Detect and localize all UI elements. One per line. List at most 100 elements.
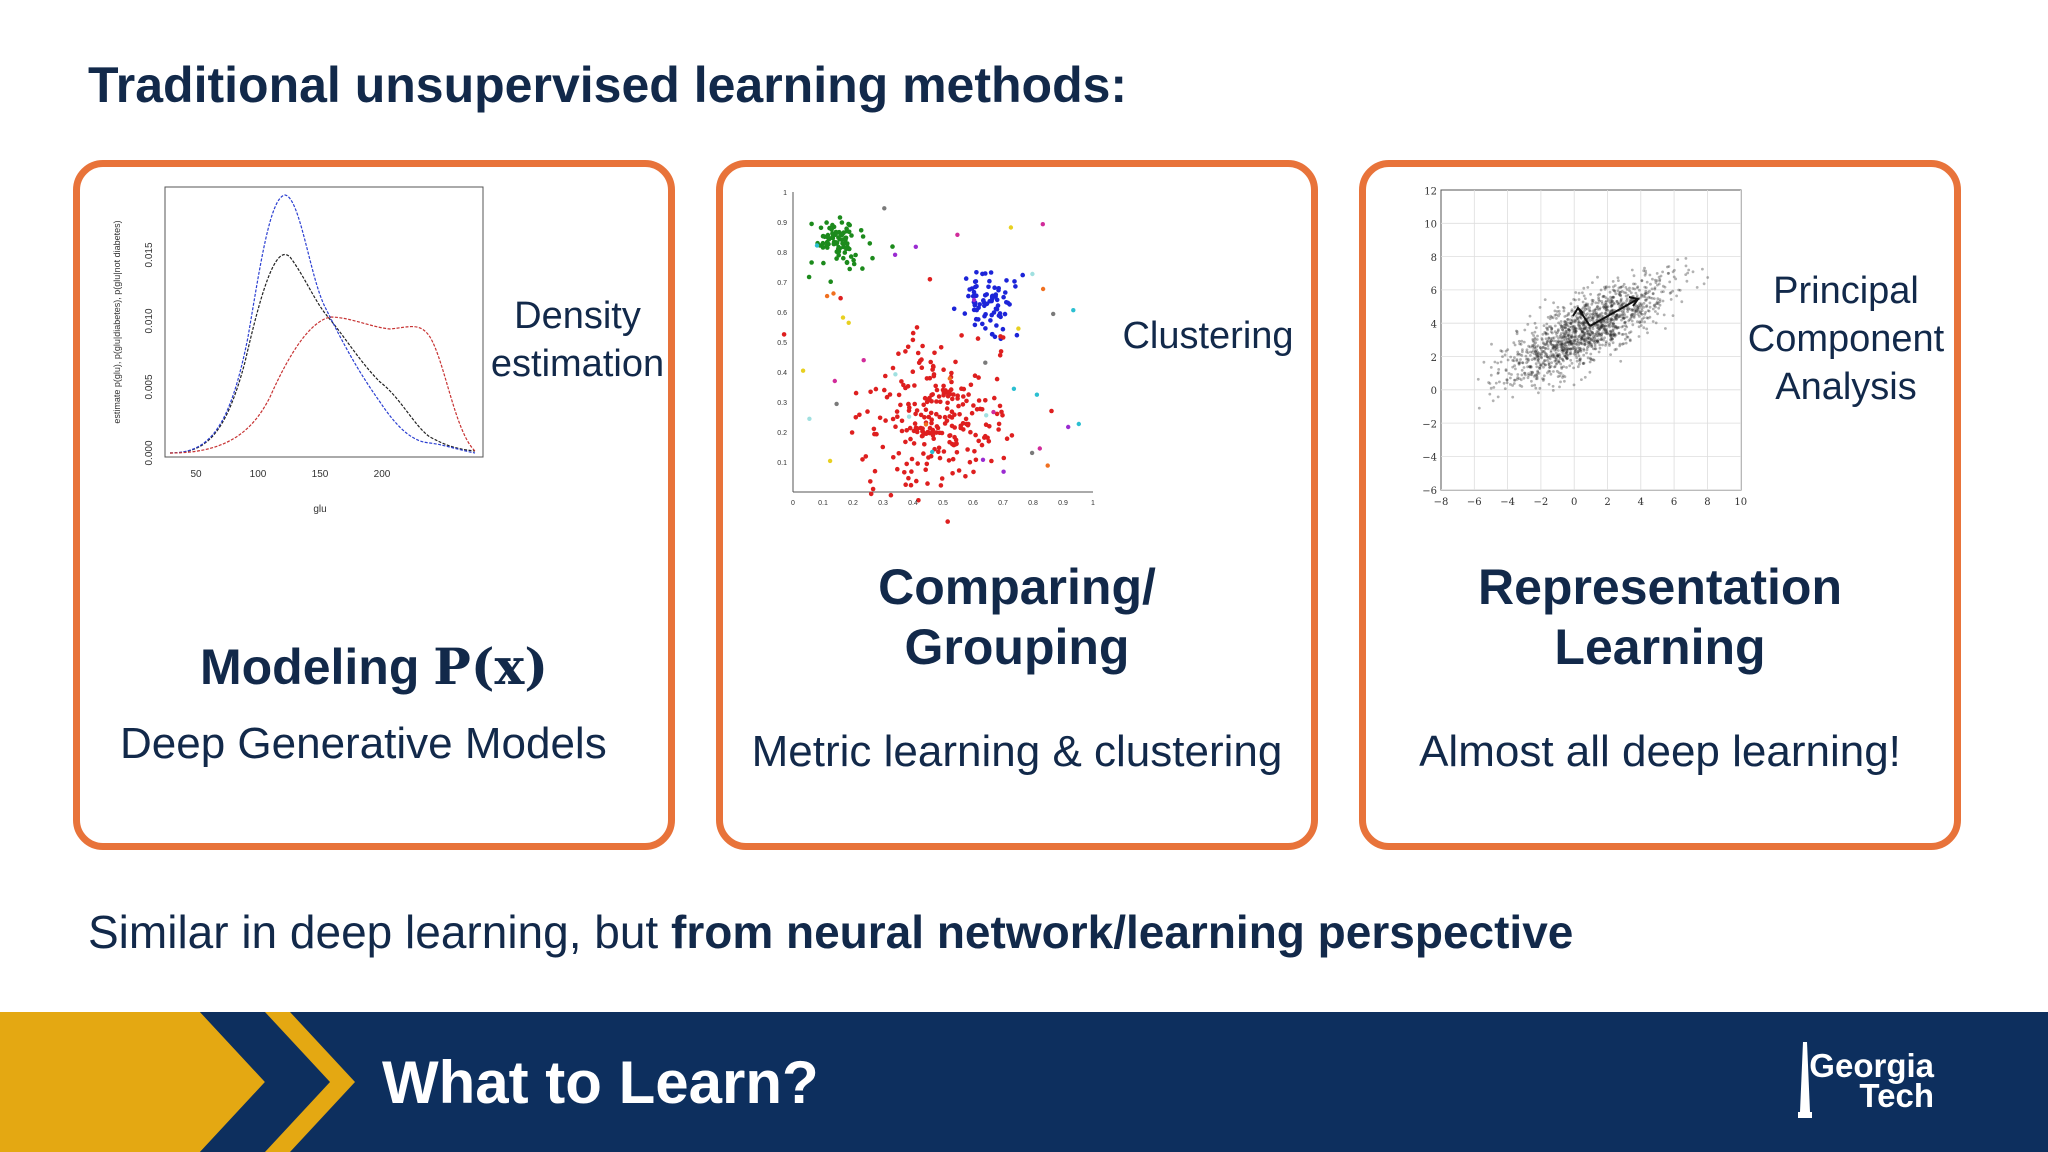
pca-point: [1556, 346, 1559, 350]
pca-point: [1539, 355, 1543, 359]
pca-point: [1645, 305, 1648, 309]
pca-point: [1564, 321, 1568, 324]
pca-point: [1546, 328, 1549, 332]
cluster-point: [924, 399, 930, 405]
density-x-tick: 100: [250, 469, 267, 480]
pca-point: [1532, 375, 1536, 378]
principal-axes-arrows: [1572, 296, 1640, 327]
pca-point: [1551, 389, 1555, 392]
pca-point: [1533, 330, 1537, 334]
cluster-point: [971, 289, 977, 295]
pca-point: [1560, 343, 1564, 346]
pca-point: [1562, 323, 1566, 327]
pca-point: [1562, 334, 1566, 338]
cluster-point: [957, 412, 962, 417]
pca-point: [1582, 347, 1586, 351]
pca-point: [1550, 328, 1553, 331]
pca-point: [1585, 348, 1589, 352]
pca-point: [1589, 292, 1592, 296]
pca-point: [1556, 329, 1560, 333]
cluster-point: [923, 407, 929, 412]
pca-point: [1570, 333, 1574, 337]
cluster-x-tick: 1: [1091, 500, 1095, 507]
cluster-point: [912, 383, 917, 388]
pca-point: [1667, 271, 1670, 275]
pca-point: [1642, 305, 1646, 309]
pca-point: [1648, 301, 1652, 305]
pca-point: [1551, 343, 1555, 347]
pca-point: [1570, 334, 1574, 338]
outlier-point: [955, 232, 960, 237]
pca-point: [1616, 289, 1620, 293]
cluster-point: [918, 425, 923, 431]
pca-point: [1517, 352, 1520, 356]
pca-point: [1550, 354, 1554, 357]
pca-point: [1596, 341, 1600, 344]
pca-point: [1540, 363, 1543, 366]
pca-point: [1549, 325, 1553, 329]
pca-point: [1574, 329, 1578, 333]
pca-point: [1583, 343, 1587, 347]
cluster-point: [912, 401, 917, 407]
pca-point: [1574, 329, 1578, 333]
pca-point: [1586, 337, 1589, 341]
pca-point: [1568, 321, 1572, 325]
pca-point: [1599, 325, 1603, 328]
pca-point: [1615, 347, 1618, 351]
pca-point: [1595, 340, 1599, 344]
pca-point: [1601, 323, 1605, 327]
cluster-point: [996, 313, 1002, 318]
pca-point: [1625, 315, 1629, 319]
pca-point: [1565, 350, 1569, 353]
pca-point: [1582, 337, 1586, 341]
pca-point: [1644, 310, 1647, 314]
pca-point: [1569, 339, 1573, 343]
pca-point: [1588, 333, 1592, 336]
pca-point: [1589, 333, 1593, 336]
pca-point: [1559, 320, 1563, 323]
pca-point: [1547, 325, 1551, 329]
pca-point: [1556, 341, 1559, 345]
pca-point: [1619, 359, 1623, 363]
pca-point: [1643, 273, 1647, 277]
pca-point: [1598, 325, 1602, 329]
pca-point: [1611, 341, 1615, 345]
pca-point: [1629, 291, 1633, 295]
pca-point: [1572, 341, 1575, 345]
pca-point: [1576, 365, 1580, 369]
pca-point: [1560, 324, 1563, 328]
cluster-point: [825, 235, 831, 240]
pca-point: [1536, 358, 1540, 362]
pca-point: [1570, 320, 1574, 323]
cluster-point: [915, 461, 920, 466]
pca-point: [1599, 288, 1603, 292]
cluster-point: [930, 363, 936, 369]
pca-point: [1635, 294, 1639, 298]
outlier-point: [980, 457, 986, 462]
pca-point: [1605, 332, 1609, 336]
pca-point: [1565, 344, 1568, 348]
pca-point: [1620, 313, 1624, 316]
pca-point: [1519, 358, 1522, 361]
pca-point: [1555, 346, 1559, 349]
cluster-point: [844, 228, 850, 234]
pca-point: [1560, 345, 1564, 348]
pca-point: [1595, 326, 1599, 330]
pca-point: [1576, 350, 1580, 354]
cluster-point: [1000, 413, 1005, 418]
pca-point: [1538, 367, 1541, 370]
cluster-point: [927, 425, 933, 431]
pca-point: [1527, 374, 1530, 377]
pca-point: [1583, 304, 1586, 307]
pca-point: [1513, 378, 1517, 382]
pca-point: [1596, 330, 1600, 334]
pca-point: [1543, 351, 1547, 355]
pca-point: [1636, 305, 1639, 309]
pca-point: [1644, 289, 1648, 293]
outlier-point: [1045, 463, 1050, 468]
pca-point: [1522, 340, 1526, 344]
pca-point: [1573, 338, 1577, 341]
pca-point: [1584, 332, 1587, 336]
pca-x-tick: −6: [1467, 497, 1482, 508]
pca-point: [1643, 285, 1647, 289]
